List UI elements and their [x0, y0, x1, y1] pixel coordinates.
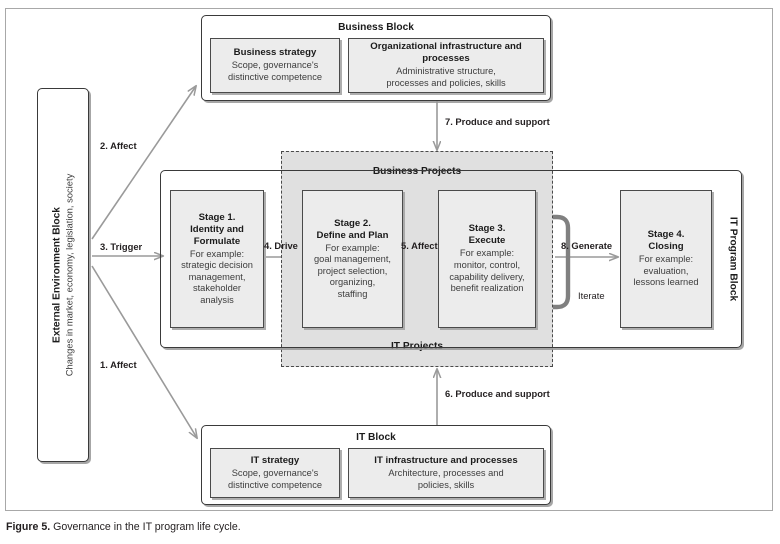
it-program-block-label: IT Program Block: [727, 216, 739, 302]
stage-2-line-4: staffing: [337, 288, 368, 299]
connector-2-affect-label: 2. Affect: [100, 140, 137, 151]
it-infrastructure-line-1: Architecture, processes and: [388, 467, 504, 478]
stage-2-card: Stage 2. Define and Plan For example: go…: [302, 190, 403, 328]
stage-1-title-line-2: Identity and: [190, 223, 244, 235]
it-strategy-line-1: Scope, governance's: [231, 467, 319, 478]
it-projects-label: IT Projects: [390, 341, 444, 352]
stage-2-line-1: goal management,: [313, 254, 391, 265]
iterate-label: Iterate: [578, 290, 605, 301]
stage-1-line-3: stakeholder: [192, 283, 242, 294]
organizational-infrastructure-line-2: processes and policies, skills: [386, 78, 506, 88]
external-environment-text: External Environment Block Changes in ma…: [51, 174, 76, 377]
stage-2-title-line-1: Stage 2.: [334, 217, 371, 229]
stage-3-line-1: monitor, control,: [453, 259, 521, 270]
business-strategy-card: Business strategy Scope, governance's di…: [210, 38, 340, 93]
external-environment-subtitle: Changes in market, economy, legislation,…: [63, 173, 75, 377]
it-strategy-line-2: distinctive competence: [227, 479, 323, 490]
figure-caption-label: Figure 5.: [6, 521, 51, 533]
connector-7-produce-label: 7. Produce and support: [445, 116, 550, 127]
stage-4-line-2: lessons learned: [633, 277, 699, 288]
business-strategy-title: Business strategy: [233, 47, 317, 59]
stage-4-title-line-2: Closing: [648, 241, 684, 253]
stage-3-card: Stage 3. Execute For example: monitor, c…: [438, 190, 536, 328]
it-block: IT Block IT strategy Scope, governance's…: [201, 425, 551, 505]
stage-4-line-1: evaluation,: [643, 265, 689, 276]
connector-5-affect-label: 5. Affect: [401, 240, 438, 251]
it-strategy-card: IT strategy Scope, governance's distinct…: [210, 448, 340, 498]
it-infrastructure-title: IT infrastructure and processes: [374, 454, 518, 466]
organizational-infrastructure-title: Organizational infrastructure and proces…: [370, 41, 522, 65]
stage-3-title-line-2: Execute: [468, 235, 506, 247]
it-infrastructure-line-2: policies, skills: [417, 479, 475, 490]
organizational-infrastructure-card: Organizational infrastructure and proces…: [348, 38, 544, 93]
business-strategy-line-2: distinctive competence: [227, 72, 323, 82]
stage-1-title-line-3: Formulate: [193, 235, 241, 247]
figure-caption-text: Governance in the IT program life cycle.: [53, 521, 241, 533]
stage-1-card: Stage 1. Identity and Formulate For exam…: [170, 190, 264, 328]
stage-1-title-line-1: Stage 1.: [198, 211, 236, 223]
external-environment-block: External Environment Block Changes in ma…: [37, 88, 89, 462]
stage-4-title-line-1: Stage 4.: [647, 229, 685, 241]
connector-8-generate-label: 8. Generate: [561, 240, 613, 251]
figure-caption: Figure 5. Governance in the IT program l…: [6, 521, 241, 533]
stage-1-line-2: management,: [188, 271, 246, 282]
stage-1-example-label: For example:: [189, 248, 245, 259]
connector-4-drive-label: 4. Drive: [264, 240, 298, 251]
business-block-title: Business Block: [338, 22, 414, 33]
stage-2-line-3: organizing,: [329, 277, 376, 288]
connector-6-produce-label: 6. Produce and support: [445, 388, 550, 399]
stage-2-example-label: For example:: [325, 242, 380, 253]
stage-2-title-line-2: Define and Plan: [316, 229, 389, 241]
business-strategy-line-1: Scope, governance's: [231, 60, 319, 71]
stage-4-card: Stage 4. Closing For example: evaluation…: [620, 190, 712, 328]
it-block-title: IT Block: [356, 432, 396, 443]
stage-3-example-label: For example:: [459, 248, 515, 259]
business-projects-label: Business Projects: [372, 166, 462, 177]
connector-3-trigger-label: 3. Trigger: [100, 241, 143, 252]
it-program-block: IT Program Block: [160, 170, 742, 348]
it-infrastructure-card: IT infrastructure and processes Architec…: [348, 448, 544, 498]
stage-2-line-2: project selection,: [317, 265, 388, 276]
stage-3-title-line-1: Stage 3.: [468, 223, 506, 235]
stage-3-line-3: benefit realization: [450, 283, 524, 294]
stage-1-line-1: strategic decision: [181, 260, 253, 271]
it-strategy-title: IT strategy: [250, 454, 300, 466]
connector-1-affect-label: 1. Affect: [100, 359, 137, 370]
business-block: Business Block Business strategy Scope, …: [201, 15, 551, 101]
external-environment-title: External Environment Block: [51, 207, 63, 343]
stage-1-line-4: analysis: [200, 294, 234, 305]
organizational-infrastructure-line-1: Administrative structure,: [396, 66, 496, 77]
stage-3-line-2: capability delivery,: [449, 271, 525, 282]
stage-4-example-label: For example:: [638, 254, 694, 265]
